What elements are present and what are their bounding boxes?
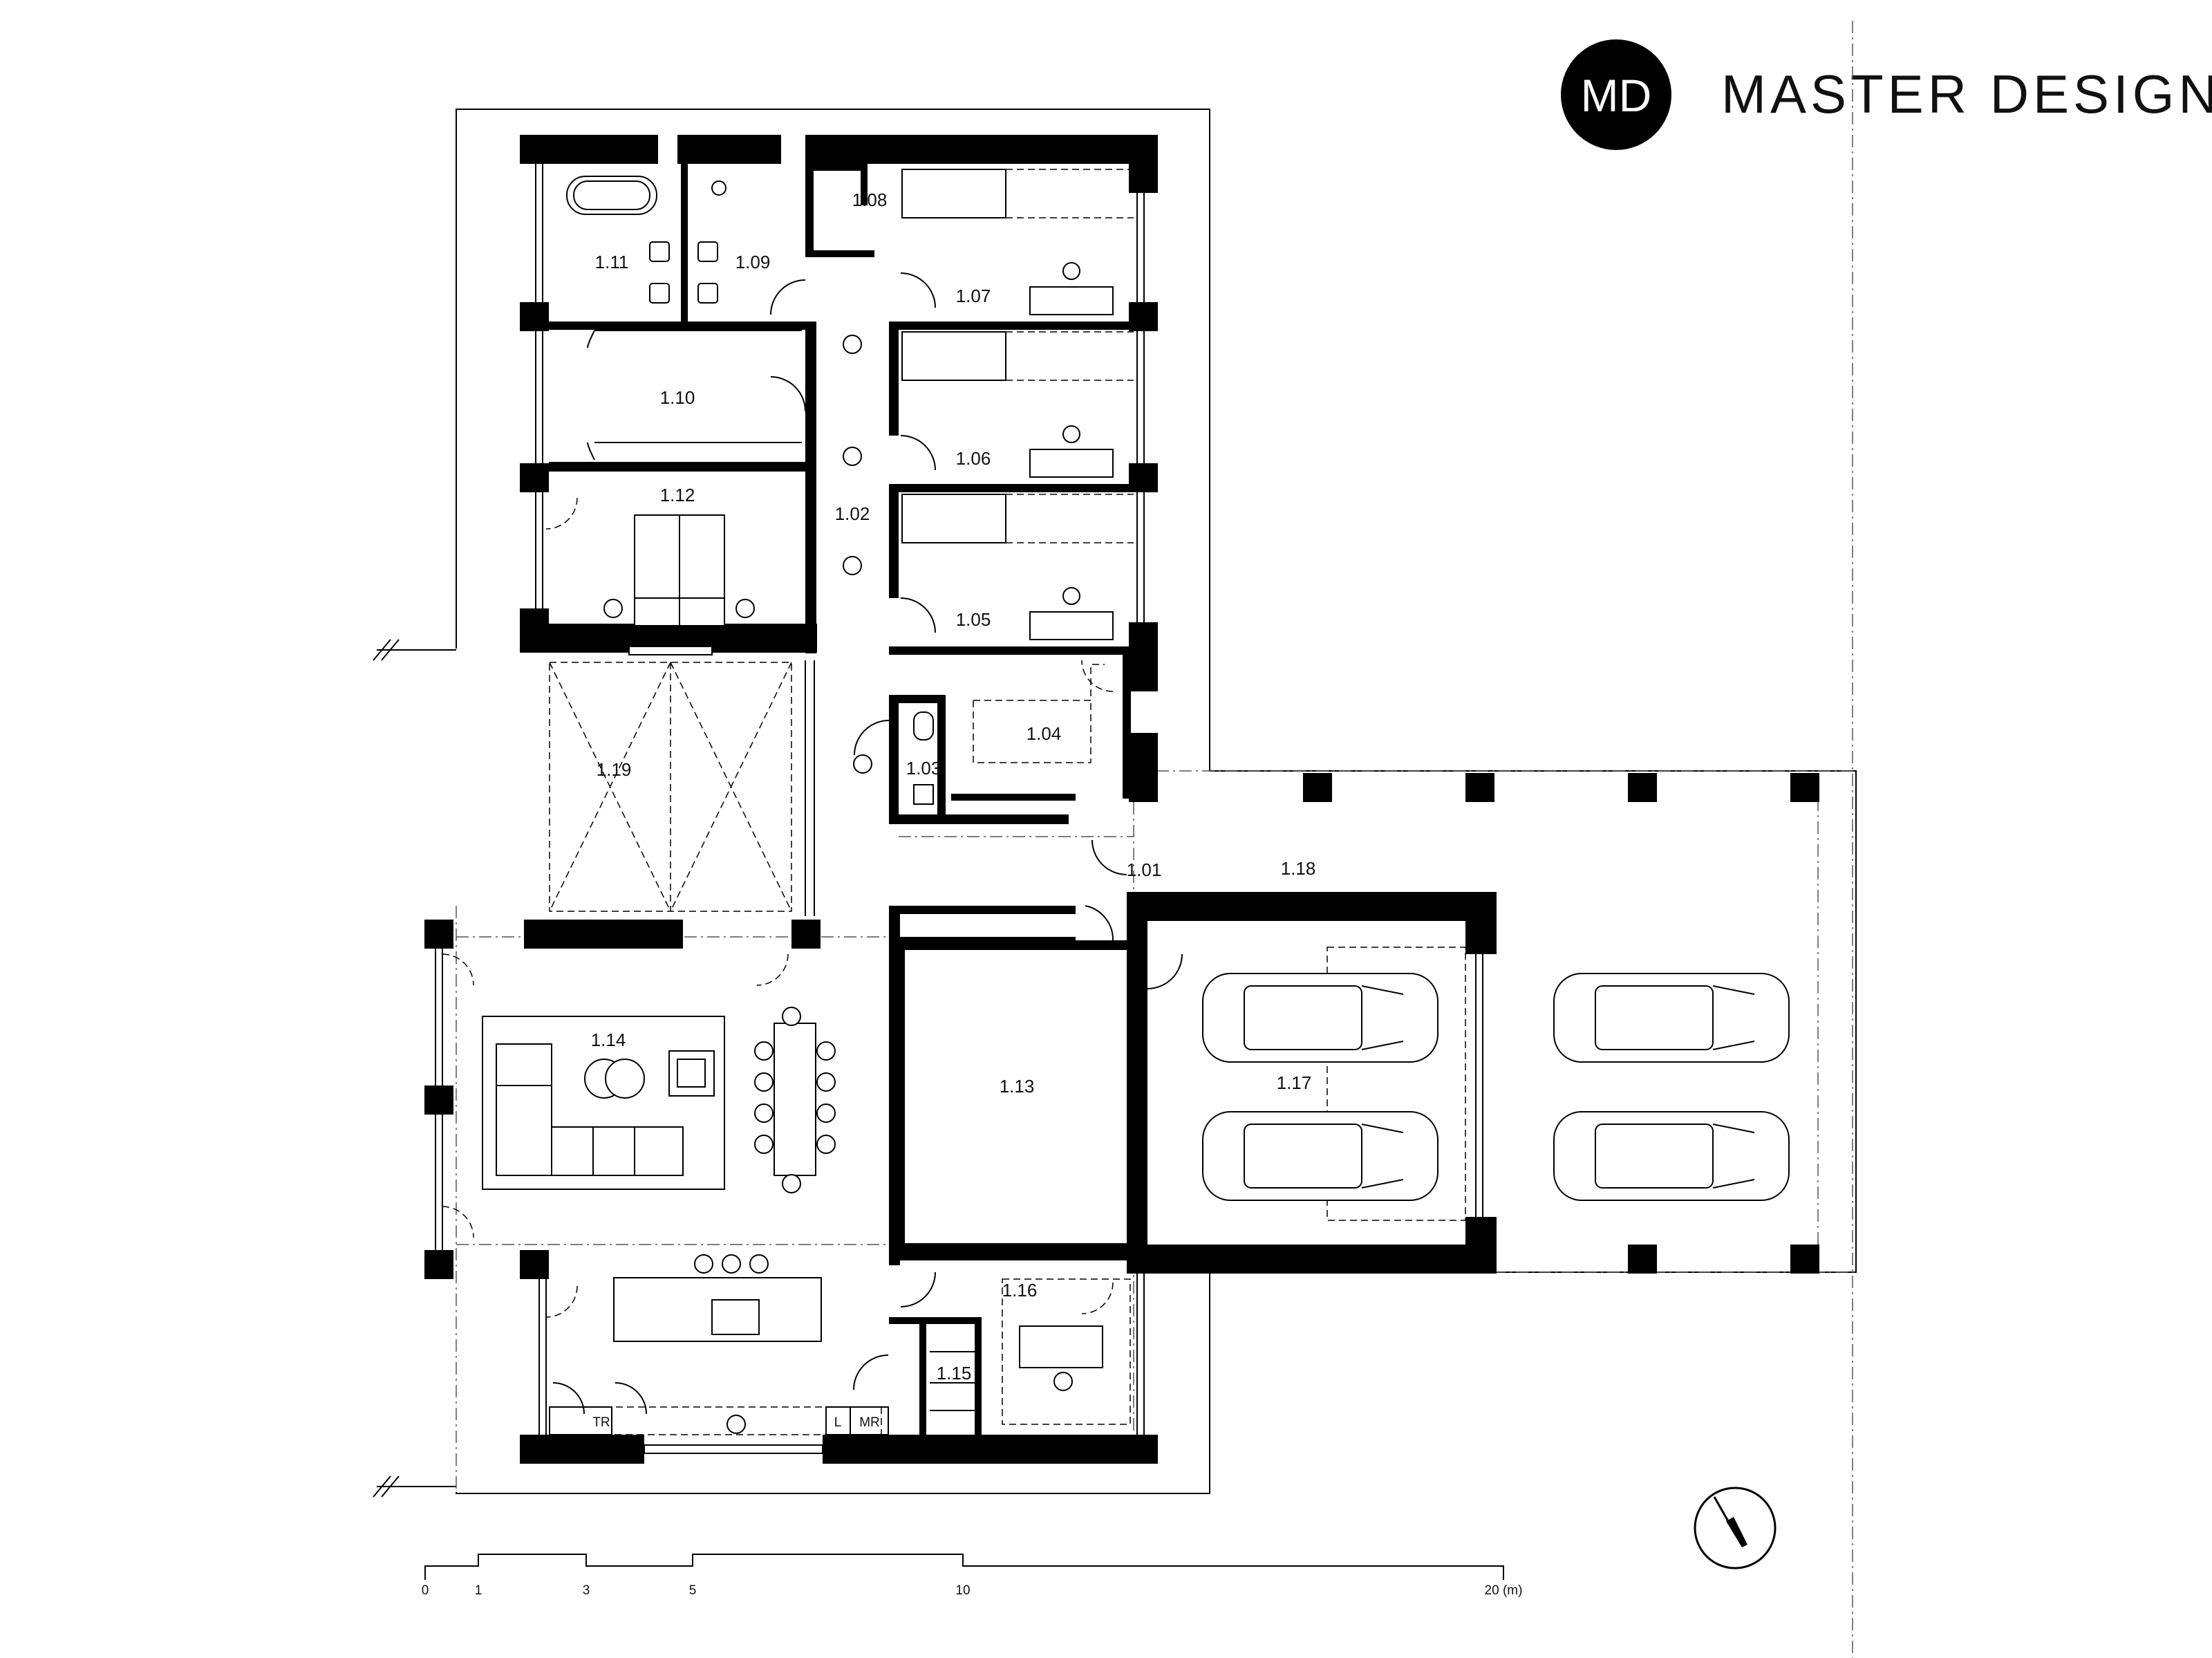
fixture-labels: TR L MR xyxy=(592,1415,879,1430)
north-arrow-icon xyxy=(1694,1487,1777,1569)
car-icon xyxy=(1202,973,1438,1063)
north-wing xyxy=(520,135,1158,824)
room-label: 1.19 xyxy=(597,759,632,780)
room-label: 1.09 xyxy=(735,252,771,272)
car-icon xyxy=(1553,973,1790,1063)
room-label: 1.05 xyxy=(956,609,991,630)
scale-tick: 0 xyxy=(422,1583,429,1598)
room-label: 1.14 xyxy=(591,1030,626,1050)
scale-tick: 1 xyxy=(475,1583,482,1598)
furniture xyxy=(482,169,1134,1435)
room-label: 1.17 xyxy=(1277,1072,1312,1093)
fixture-label-tr: TR xyxy=(592,1415,610,1430)
room-label: 1.13 xyxy=(1000,1076,1035,1097)
fixture-label-mr: MR xyxy=(859,1415,880,1430)
room-label: 1.12 xyxy=(660,485,695,505)
room-label: 1.18 xyxy=(1281,858,1316,879)
garage xyxy=(1127,773,1819,1274)
scale-tick: 3 xyxy=(583,1583,590,1598)
door-swings xyxy=(442,272,1183,1415)
scale-tick: 5 xyxy=(689,1583,697,1598)
room-label: 1.06 xyxy=(956,448,991,469)
logo-circle xyxy=(1561,39,1671,150)
room-label: 1.01 xyxy=(1127,859,1162,880)
room-label: 1.11 xyxy=(595,252,629,272)
site-outline xyxy=(373,109,1857,1498)
room-label: 1.08 xyxy=(852,189,888,210)
terrace-1-19 xyxy=(549,646,815,916)
room-label: 1.07 xyxy=(956,286,991,306)
cars xyxy=(1202,973,1790,1201)
scale-tick: 20 (m) xyxy=(1485,1583,1523,1598)
car-icon xyxy=(1202,1111,1438,1201)
room-label: 1.03 xyxy=(906,758,941,779)
car-icon xyxy=(1553,1111,1790,1201)
brand-monogram: MD xyxy=(1581,70,1652,121)
room-label: 1.10 xyxy=(660,387,695,408)
scale-bar: 0 1 3 5 10 20 (m) xyxy=(422,1554,1523,1598)
room-label: 1.02 xyxy=(835,503,870,524)
room-label: 1.16 xyxy=(1002,1280,1038,1301)
room-label: 1.15 xyxy=(937,1363,972,1384)
scale-tick: 10 xyxy=(955,1583,970,1598)
room-labels: 1.01 1.02 1.03 1.04 1.05 1.06 1.07 1.08 … xyxy=(591,189,1316,1384)
brand-logo: MD MASTER DESIGN xyxy=(1561,39,2212,150)
room-label: 1.04 xyxy=(1027,723,1062,744)
fixture-label-l: L xyxy=(834,1415,842,1430)
brand-name: MASTER DESIGN xyxy=(1721,64,2212,124)
